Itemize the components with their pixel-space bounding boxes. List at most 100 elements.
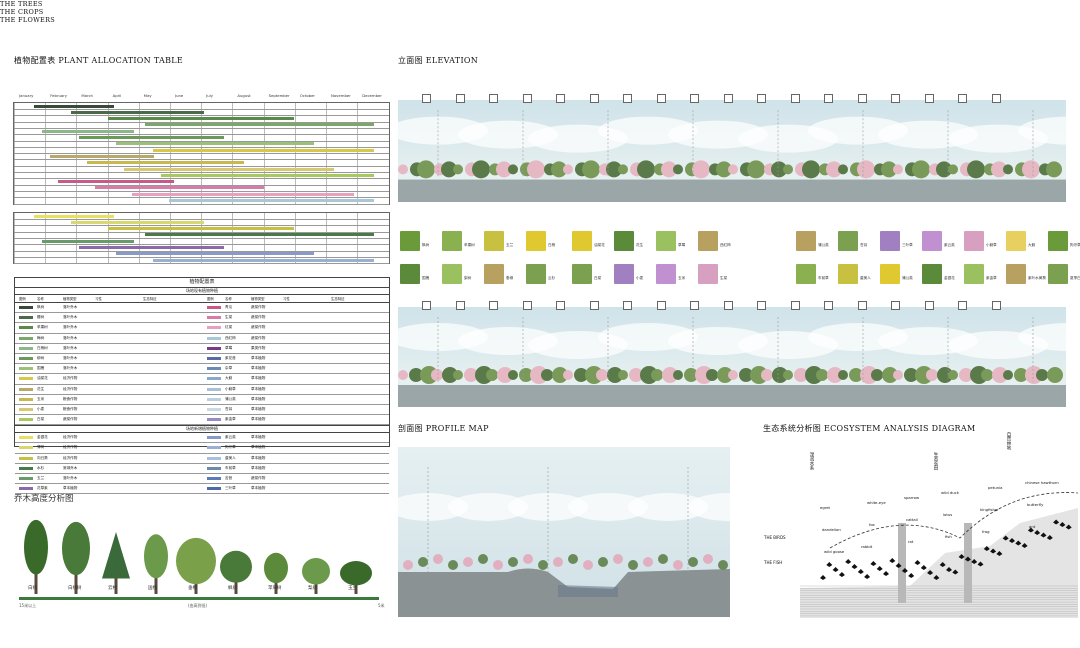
legend-swatch [207, 436, 221, 440]
calendar-row [14, 116, 389, 123]
plant-type: 草本植物 [251, 386, 266, 391]
plant-name: 红菜 [225, 325, 233, 330]
table-row: 苹果树落叶乔木红菜蔬菜作物 [15, 323, 389, 334]
plant-name: 蒲公英 [225, 396, 236, 401]
plant-type: 落叶乔木 [63, 355, 78, 360]
plant-name: 金银花 [37, 435, 48, 440]
species-label: 玉米 [678, 276, 686, 280]
legend-swatch [19, 477, 33, 480]
plant-type: 经济作物 [63, 445, 78, 450]
elevation-marker [422, 94, 431, 103]
tree-8 [340, 561, 372, 594]
legend-swatch [207, 316, 221, 320]
eco-vlabel-farmland: 生态农田 [933, 452, 938, 470]
species-photo [614, 264, 634, 284]
elevation-marker [690, 94, 699, 103]
legend-swatch [207, 446, 221, 450]
elevation-marker [924, 301, 934, 310]
eco-species-label: butterfly [1027, 502, 1044, 507]
species-label: 花生 [636, 243, 644, 247]
species-label: 梨树 [464, 276, 472, 280]
table-row: 向日葵经济作物虞美人草本植物 [15, 454, 389, 464]
plant-type: 果类作物 [251, 345, 266, 350]
calendar-bar [71, 110, 204, 114]
legend-swatch [19, 326, 33, 330]
plant-type: 经济作物 [63, 386, 78, 391]
plant-type: 蔬菜作物 [251, 325, 266, 330]
species-photo [526, 231, 546, 251]
calendar-bar [132, 192, 354, 196]
tree-label: 白杨树 [68, 586, 82, 591]
elevation-marker [589, 301, 599, 310]
plant-type: 蔬菜作物 [251, 315, 266, 320]
column-header: 习性 [283, 297, 290, 301]
species-group-title: THE TREES [0, 0, 43, 8]
species-label: 枫树 [422, 243, 430, 247]
species-label: 白菜 [594, 276, 602, 280]
tree-height-title: 乔木高度分析图 [14, 494, 74, 504]
plant-type: 经济作物 [63, 435, 78, 440]
eco-species-label: frog [982, 529, 990, 534]
elevation-marker [857, 94, 867, 103]
species-photo [698, 231, 718, 251]
plant-name: 小蓟草 [225, 386, 236, 391]
table-row: 玉兰落叶乔木苦苣蔬菜作物 [15, 474, 389, 485]
plant-name: 草莓 [225, 345, 233, 350]
legend-swatch [207, 356, 221, 360]
tree-1 [62, 521, 90, 594]
tree-7 [302, 557, 330, 594]
plant-type: 落叶乔木 [63, 315, 78, 320]
plant-name: 花草紫 [37, 486, 48, 491]
elevation-marker [723, 301, 733, 310]
tree-2 [102, 532, 130, 594]
calendar-row [14, 109, 389, 117]
month-label: April [112, 93, 122, 98]
tree-label: 苹果树 [268, 586, 282, 591]
plant-name: 玉兰 [37, 476, 45, 480]
column-header: 植物类型 [63, 297, 77, 301]
plant-type: 草本植物 [251, 355, 266, 360]
eco-species-label: rat [908, 539, 914, 544]
legend-swatch [19, 487, 33, 491]
ecosystem-title: 生态系统分析图 ECOSYSTEM ANALYSIS DIAGRAM [763, 424, 976, 433]
elevation-marker [790, 301, 800, 310]
eco-species-label: kingfisher [980, 507, 999, 512]
calendar-row [14, 160, 389, 167]
species-label: 国槐 [422, 276, 430, 280]
species-label: 垂柳 [506, 276, 514, 280]
month-label: February [50, 93, 68, 98]
plant-name: 白杨树 [37, 345, 48, 350]
plant-type: 常绿乔木 [63, 465, 78, 470]
plant-name: 花生 [37, 386, 45, 391]
plant-name: 生菜 [225, 315, 233, 320]
species-label: 小麦 [636, 276, 644, 280]
eco-species-label: petunia [988, 485, 1003, 490]
species-label: 苹果树 [464, 243, 475, 247]
calendar-bar [79, 136, 224, 139]
calendar-row [14, 103, 389, 110]
eco-species-label: rabbit [861, 544, 873, 549]
month-label: January [19, 93, 34, 98]
tree-label: 枫树 [228, 586, 237, 591]
new-rows: 金银花经济作物紫云英草本植物薄荷经济作物狗牙草草本植物向日葵经济作物虞美人草本植… [15, 433, 389, 495]
species-group-title: THE CROPS [0, 8, 44, 16]
plant-name: 白菜 [37, 417, 45, 422]
plant-name: 车前草 [225, 465, 236, 470]
species-label: 生菜 [720, 276, 728, 280]
eco-species-label: chinese hawthorn [1025, 480, 1059, 485]
elevation-marker [857, 301, 867, 310]
calendar-bar [34, 214, 114, 218]
calendar-bar [42, 239, 134, 243]
species-photo [698, 264, 718, 284]
eco-species-label: lotus [943, 512, 953, 517]
table-row: 梅树落叶乔木西红柿蔬菜作物 [15, 334, 389, 344]
legend-swatch [19, 466, 33, 470]
tree-height-diagram [19, 519, 379, 600]
table-row: 油菜花经济作物大蓟草本植物 [15, 374, 389, 385]
legend-swatch [207, 397, 221, 401]
calendar-row [14, 185, 389, 192]
species-photo [880, 264, 900, 284]
table-row: 柳树落叶乔木紫花苜草本植物 [15, 354, 389, 365]
species-label: 紫金草 [986, 276, 997, 280]
plant-type: 草本植物 [251, 417, 266, 422]
